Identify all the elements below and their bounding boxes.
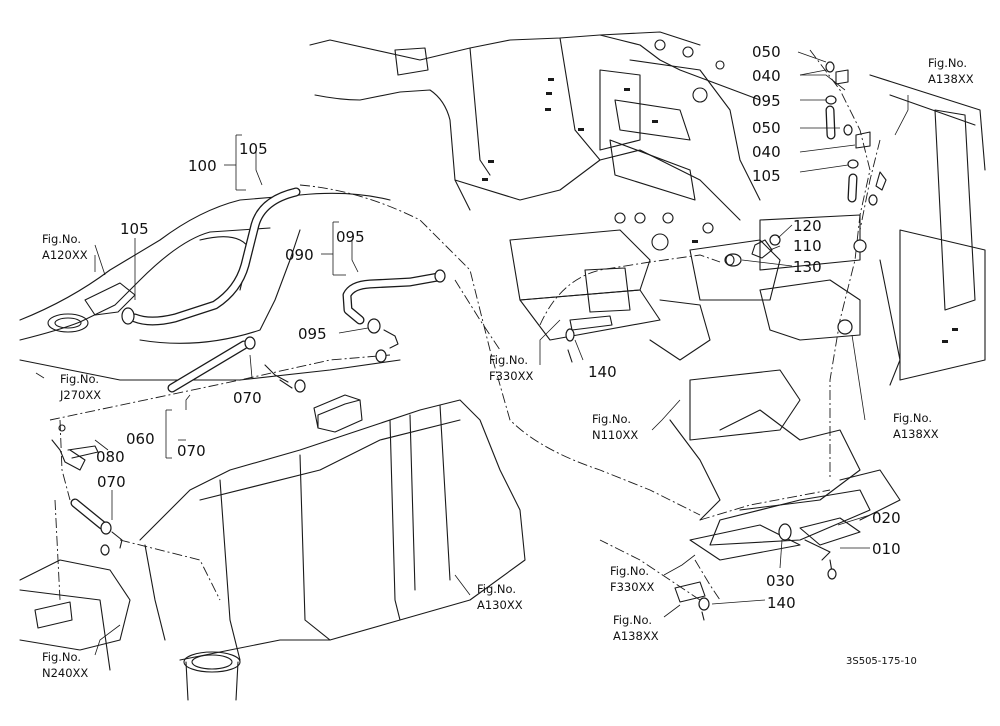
part-label-095-right: 095 bbox=[752, 92, 781, 110]
fig-ref-n110: Fig.No. N110XX bbox=[592, 412, 638, 442]
svg-text:J270XX: J270XX bbox=[59, 388, 101, 402]
part-label-080: 080 bbox=[96, 448, 125, 466]
fig-ref-a138-mid: Fig.No. A138XX bbox=[893, 411, 939, 441]
part-label-070-mid: 070 bbox=[233, 389, 262, 407]
figure-references: Fig.No. A120XX Fig.No. J270XX Fig.No. F3… bbox=[42, 56, 974, 680]
svg-text:Fig.No.: Fig.No. bbox=[42, 232, 81, 246]
svg-text:Fig.No.: Fig.No. bbox=[928, 56, 967, 70]
svg-text:Fig.No.: Fig.No. bbox=[477, 582, 516, 596]
left-tank-housing bbox=[19, 192, 401, 381]
fig-ref-j270: Fig.No. J270XX bbox=[59, 372, 101, 402]
part-label-100: 100 bbox=[188, 157, 217, 175]
part-label-105-left: 105 bbox=[120, 220, 149, 238]
svg-text:Fig.No.: Fig.No. bbox=[613, 613, 652, 627]
svg-text:F330XX: F330XX bbox=[610, 580, 654, 594]
fig-ref-a120: Fig.No. A120XX bbox=[42, 232, 88, 262]
part-label-140-lower: 140 bbox=[767, 594, 796, 612]
part-label-120: 120 bbox=[793, 217, 822, 235]
part-label-020: 020 bbox=[872, 509, 901, 527]
fig-ref-a138-top: Fig.No. A138XX bbox=[928, 56, 974, 86]
part-label-010: 010 bbox=[872, 540, 901, 558]
fig-ref-f330-upper: Fig.No. F330XX bbox=[489, 353, 533, 383]
svg-text:Fig.No.: Fig.No. bbox=[610, 564, 649, 578]
part-label-105-top: 105 bbox=[239, 140, 268, 158]
svg-text:Fig.No.: Fig.No. bbox=[592, 412, 631, 426]
part-label-095-top: 095 bbox=[336, 228, 365, 246]
hoses bbox=[70, 105, 858, 530]
part-label-140-upper: 140 bbox=[588, 363, 617, 381]
part-number-labels: 100 105 105 090 095 095 070 060 070 080 … bbox=[96, 43, 901, 612]
leader-lines bbox=[35, 51, 909, 656]
part-label-030: 030 bbox=[766, 572, 795, 590]
svg-text:A138XX: A138XX bbox=[613, 629, 659, 643]
part-label-050-top: 050 bbox=[752, 43, 781, 61]
tractor-frame-linework bbox=[309, 31, 986, 561]
svg-text:Fig.No.: Fig.No. bbox=[893, 411, 932, 425]
part-label-060: 060 bbox=[126, 430, 155, 448]
fig-ref-n240: Fig.No. N240XX bbox=[42, 650, 88, 680]
svg-text:A130XX: A130XX bbox=[477, 598, 523, 612]
svg-text:A138XX: A138XX bbox=[893, 427, 939, 441]
svg-text:Fig.No.: Fig.No. bbox=[42, 650, 81, 664]
part-label-070-bracket: 070 bbox=[177, 442, 206, 460]
part-label-050-mid: 050 bbox=[752, 119, 781, 137]
svg-text:A120XX: A120XX bbox=[42, 248, 88, 262]
svg-text:A138XX: A138XX bbox=[928, 72, 974, 86]
part-label-095-mid: 095 bbox=[298, 325, 327, 343]
fig-ref-a130: Fig.No. A130XX bbox=[477, 582, 523, 612]
part-label-110: 110 bbox=[793, 237, 822, 255]
fig-ref-a138-lower: Fig.No. A138XX bbox=[613, 613, 659, 643]
svg-text:Fig.No.: Fig.No. bbox=[60, 372, 99, 386]
part-label-040-mid: 040 bbox=[752, 143, 781, 161]
svg-text:F330XX: F330XX bbox=[489, 369, 533, 383]
part-label-105-right: 105 bbox=[752, 167, 781, 185]
svg-text:Fig.No.: Fig.No. bbox=[489, 353, 528, 367]
part-label-070-lower: 070 bbox=[97, 473, 126, 491]
part-label-090: 090 bbox=[285, 246, 314, 264]
fittings-and-clamps bbox=[51, 61, 887, 621]
fig-ref-f330-lower: Fig.No. F330XX bbox=[610, 564, 654, 594]
fuel-tank bbox=[19, 399, 526, 701]
svg-text:N110XX: N110XX bbox=[592, 428, 638, 442]
drawing-code: 3S505-175-10 bbox=[846, 656, 917, 667]
svg-text:N240XX: N240XX bbox=[42, 666, 88, 680]
part-label-040-top: 040 bbox=[752, 67, 781, 85]
part-label-130: 130 bbox=[793, 258, 822, 276]
